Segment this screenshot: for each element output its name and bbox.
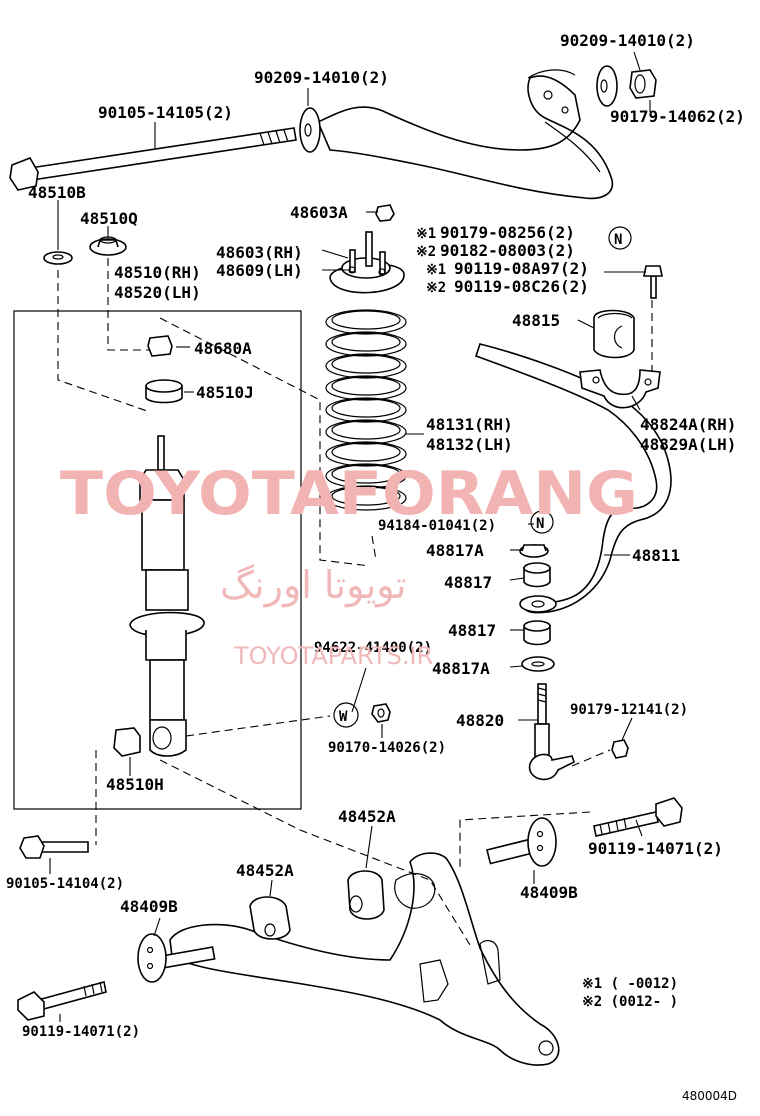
bushing-48817-a [523, 562, 551, 588]
part-labels: 90209-14010(2) 90209-14010(2) 90179-1406… [6, 31, 745, 1103]
diagram-code: 480004D [682, 1089, 737, 1103]
bushing-48510H [113, 727, 141, 757]
nut-48680A [147, 335, 173, 357]
mark-2b: ※2 [426, 280, 446, 296]
label-48817-a: 48817 [444, 573, 492, 592]
label-90119-08C26: 90119-08C26(2) [454, 277, 589, 296]
svg-text:N: N [614, 232, 622, 248]
label-48510B: 48510B [28, 183, 86, 202]
nut-90170-14026 [371, 703, 391, 723]
label-48132-lh: 48132(LH) [426, 435, 513, 454]
washer-48510B [43, 251, 73, 265]
nut-90179-14062 [629, 69, 657, 99]
label-48680A: 48680A [194, 339, 252, 358]
label-90182-08003: 90182-08003(2) [440, 241, 575, 260]
nut-90179-12141 [611, 739, 629, 759]
label-94622-41400: 94622-41400(2) [314, 640, 432, 656]
label-48817A-a: 48817A [426, 541, 484, 560]
label-48452A-a: 48452A [338, 807, 396, 826]
label-90209-top: 90209-14010(2) [560, 31, 695, 50]
strut-assembly-frame [13, 310, 302, 810]
label-90105-14104: 90105-14104(2) [6, 876, 124, 892]
label-48510-rh: 48510(RH) [114, 263, 201, 282]
label-90209-mid: 90209-14010(2) [254, 68, 389, 87]
label-90179-08256: 90179-08256(2) [440, 223, 575, 242]
retainer-48510Q [89, 236, 127, 256]
camber-bolt-48409B-right [486, 817, 557, 867]
bushing-48817A-b [521, 656, 555, 672]
spring-upper-seat-48603 [329, 231, 405, 294]
watermark-arabic: تویوتا اورنگ [220, 563, 407, 608]
bushing-48815 [593, 309, 635, 359]
label-48131-rh: 48131(RH) [426, 415, 513, 434]
label-90119-14071-r: 90119-14071(2) [588, 839, 723, 858]
label-48820: 48820 [456, 711, 504, 730]
svg-text:N: N [536, 516, 544, 532]
label-48824A-rh: 48824A(RH) [640, 415, 736, 434]
bracket-48824A [579, 369, 661, 409]
label-48520-lh: 48520(LH) [114, 283, 201, 302]
label-90119-08A97: 90119-08A97(2) [454, 259, 589, 278]
n-symbol-icon: N [608, 226, 632, 250]
washer-90209-mid [299, 107, 321, 153]
washer-90209-top [596, 65, 618, 107]
label-48603A: 48603A [290, 203, 348, 222]
label-48603-rh: 48603(RH) [216, 243, 303, 262]
nut-48603A [375, 204, 395, 222]
bushing-48510J [145, 379, 183, 404]
label-48510Q: 48510Q [80, 209, 138, 228]
mark-1: ※1 [416, 226, 436, 242]
label-48409B-l: 48409B [120, 897, 178, 916]
label-48817-b: 48817 [448, 621, 496, 640]
label-90170-14026: 90170-14026(2) [328, 740, 446, 756]
stabilizer-bar-48811 [474, 343, 672, 614]
label-48609-lh: 48609(LH) [216, 261, 303, 280]
note-1: ※1 ( -0012) [582, 976, 678, 992]
mark-1b: ※1 [426, 262, 446, 278]
stabilizer-link-48820 [529, 683, 575, 781]
svg-text:W: W [339, 709, 348, 725]
bolt-90105-14105 [9, 127, 297, 191]
label-48510H: 48510H [106, 775, 164, 794]
label-48815: 48815 [512, 311, 560, 330]
label-48811: 48811 [632, 546, 680, 565]
label-48452A-b: 48452A [236, 861, 294, 880]
w-symbol-icon: W [333, 702, 359, 728]
bolt-90105-14104 [19, 835, 89, 859]
label-48409B-r: 48409B [520, 883, 578, 902]
label-90179-12141: 90179-12141(2) [570, 702, 688, 718]
assembly-lines [57, 258, 653, 946]
bushing-48817-b [523, 620, 551, 646]
note-2: ※2 (0012- ) [582, 994, 678, 1010]
label-90119-14071-l: 90119-14071(2) [22, 1024, 140, 1040]
label-48510J: 48510J [196, 383, 254, 402]
n-symbol-icon-b: N [530, 510, 554, 534]
watermark: TOYOTAFORANG تویوتا اورنگ TOYOTAPARTS.IR [60, 459, 638, 670]
bolt-90119-14071-right [593, 797, 683, 837]
bushing-48452A-a [347, 870, 385, 920]
lower-control-arm [169, 852, 560, 1066]
watermark-site: TOYOTAPARTS.IR [233, 642, 433, 670]
label-90179-14062: 90179-14062(2) [610, 107, 745, 126]
bushing-48817A-a [519, 544, 549, 558]
watermark-main: TOYOTAFORANG [60, 459, 638, 529]
label-94184-01041: 94184-01041(2) [378, 518, 496, 534]
upper-control-arm [316, 69, 614, 200]
bolt-90119-14071-left [17, 981, 107, 1021]
label-90105-14105: 90105-14105(2) [98, 103, 233, 122]
bolt-90119-08A97 [643, 265, 663, 299]
bushing-48452A-b [249, 896, 291, 940]
leader-lines [49, 51, 651, 1022]
label-48829A-lh: 48829A(LH) [640, 435, 736, 454]
coil-spring-48131 [325, 309, 407, 511]
mark-2: ※2 [416, 244, 436, 260]
shock-absorber-48510 [129, 435, 205, 757]
label-48817A-b: 48817A [432, 659, 490, 678]
camber-bolt-48409B-left [137, 933, 216, 983]
